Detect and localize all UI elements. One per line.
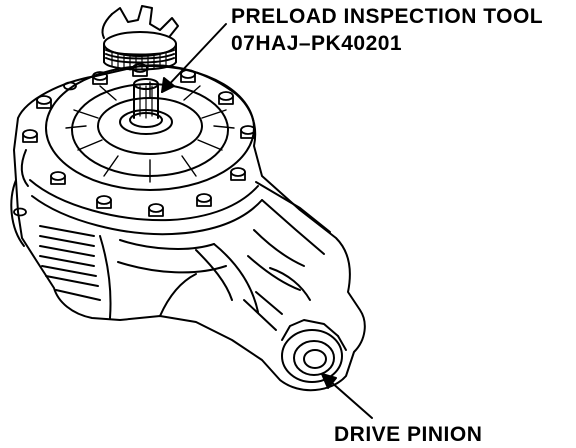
preload-inspection-tool [101, 5, 179, 71]
preload-inspection-tool-label: PRELOAD INSPECTION TOOL [231, 5, 544, 28]
cover-bolts [13, 63, 256, 217]
cover-ribs [65, 81, 235, 183]
pinion-leader-arrow [321, 373, 373, 419]
transfer-housing [10, 64, 366, 392]
tool-part-number-label: 07HAJ–PK40201 [231, 32, 403, 55]
drive-pinion-label: DRIVE PINION [334, 423, 483, 446]
tool-leader-arrow [161, 23, 227, 93]
output-shaft [119, 78, 173, 135]
